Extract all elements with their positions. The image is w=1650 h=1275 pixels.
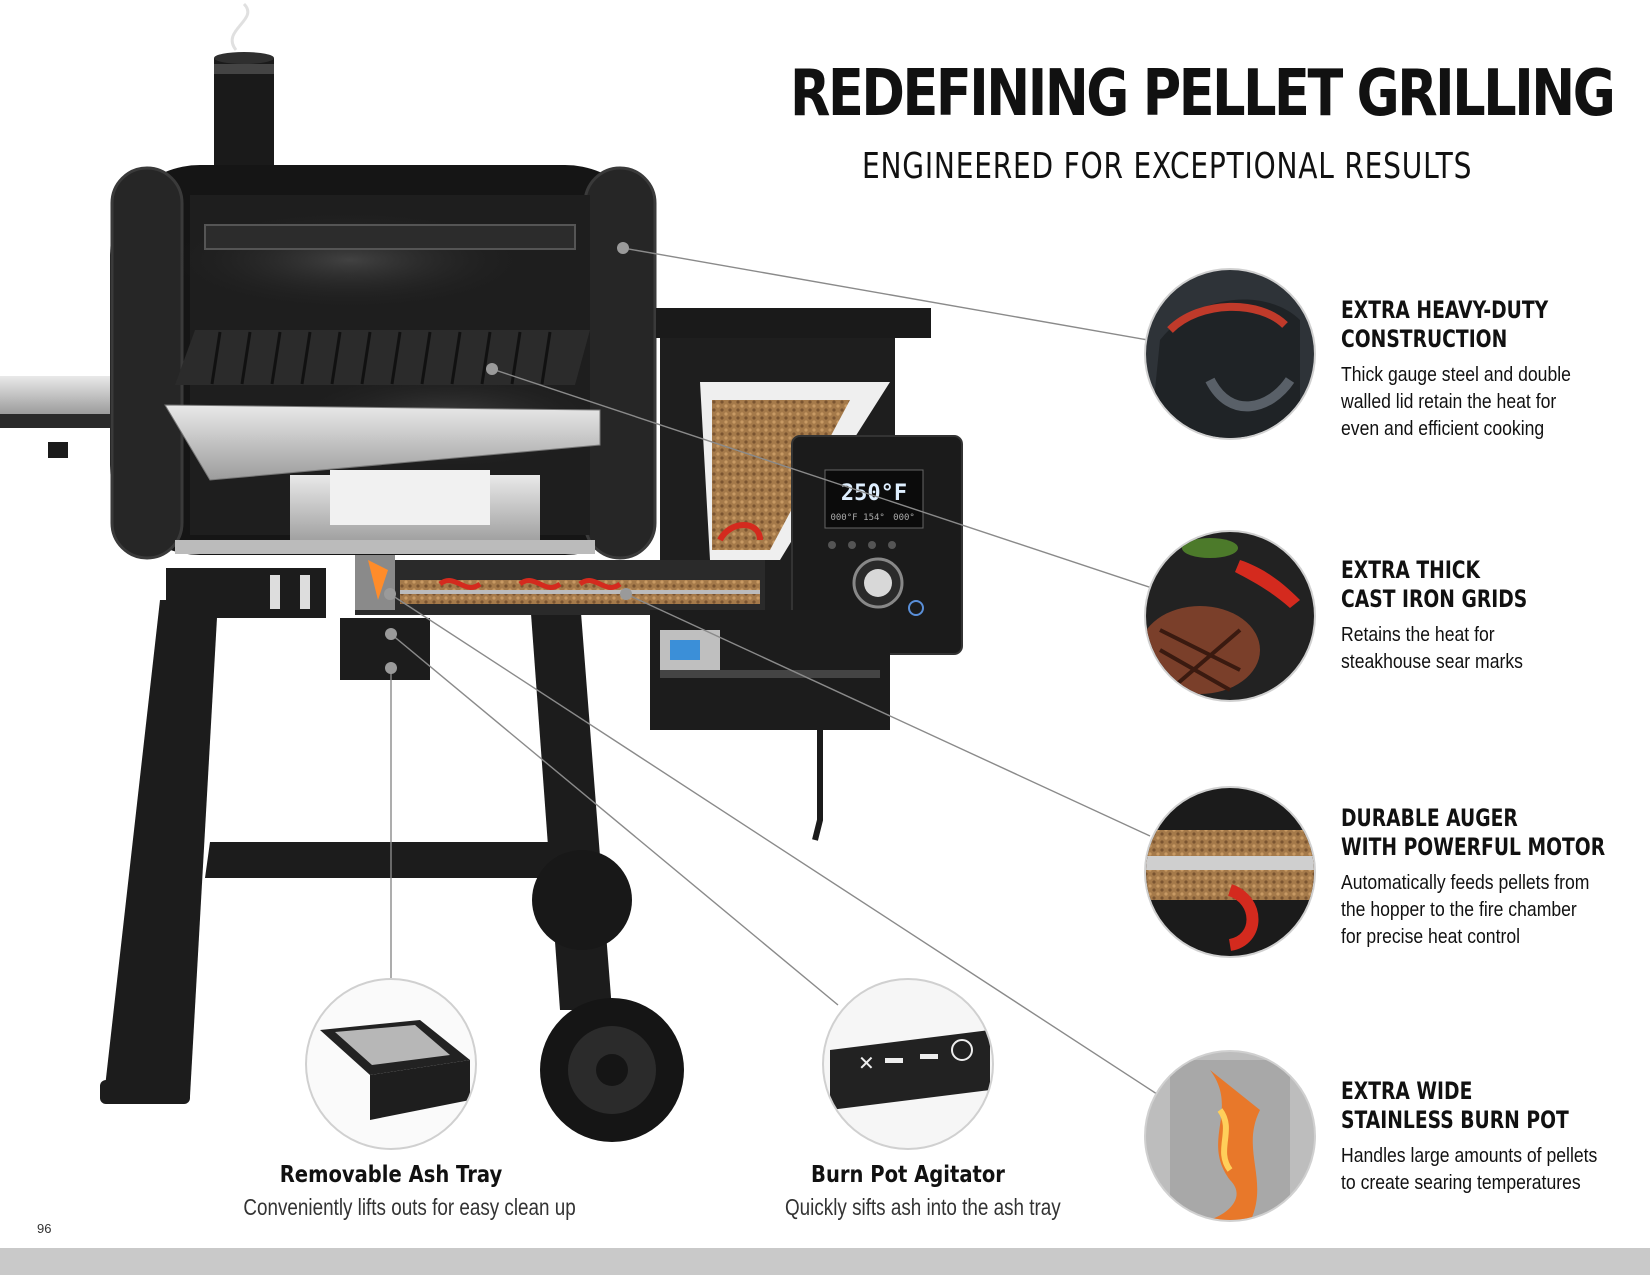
detail-circle-auger — [1144, 786, 1316, 958]
caption-ash-tray-description: Conveniently lifts outs for easy clean u… — [243, 1194, 576, 1220]
detail-circle-burn-pot — [1144, 1050, 1316, 1222]
caption-agitator: Burn Pot Agitator Quickly sifts ash into… — [758, 1162, 1061, 1221]
detail-circle-grids — [1144, 530, 1316, 702]
caption-ash-tray: Removable Ash Tray Conveniently lifts ou… — [211, 1162, 576, 1221]
grill-barrel — [110, 165, 657, 560]
feature-construction-title: EXTRA HEAVY-DUTY CONSTRUCTION — [1341, 296, 1549, 353]
probe-reading-1: 000°F — [830, 513, 857, 523]
detail-circle-ash-tray — [305, 978, 477, 1150]
feature-auger-title: DURABLE AUGER WITH POWERFUL MOTOR — [1341, 804, 1606, 861]
feature-construction: EXTRA HEAVY-DUTY CONSTRUCTION Thick gaug… — [1341, 296, 1641, 443]
feature-construction-description: Thick gauge steel and double walled lid … — [1341, 364, 1571, 440]
smoke-stack — [214, 2, 274, 176]
feature-burn-pot-description: Handles large amounts of pellets to crea… — [1341, 1145, 1598, 1194]
footer-bar — [0, 1248, 1650, 1275]
feature-grids-title: EXTRA THICK CAST IRON GRIDS — [1341, 556, 1528, 613]
caption-ash-tray-title: Removable Ash Tray — [279, 1162, 503, 1188]
feature-burn-pot: EXTRA WIDE STAINLESS BURN POT Handles la… — [1341, 1077, 1641, 1197]
feature-burn-pot-title: EXTRA WIDE STAINLESS BURN POT — [1341, 1077, 1569, 1134]
auger-assembly — [166, 555, 890, 841]
display-temperature: 250°F — [841, 481, 907, 506]
feature-grids: EXTRA THICK CAST IRON GRIDS Retains the … — [1341, 556, 1641, 676]
page-subtitle: ENGINEERED FOR EXCEPTIONAL RESULTS — [862, 146, 1473, 187]
probe-reading-2: 154° — [863, 513, 885, 523]
controller-panel: 250°F 000°F 154° 000° — [791, 435, 963, 655]
feature-grids-description: Retains the heat for steakhouse sear mar… — [1341, 624, 1523, 673]
detail-circle-agitator: ✕ — [822, 978, 994, 1150]
callout-lines — [384, 242, 1161, 1097]
svg-text:✕: ✕ — [858, 1051, 875, 1075]
caption-agitator-title: Burn Pot Agitator — [811, 1162, 1005, 1188]
probe-reading-3: 000° — [893, 513, 915, 523]
caption-agitator-description: Quickly sifts ash into the ash tray — [785, 1194, 1061, 1220]
detail-circle-construction — [1144, 268, 1316, 440]
page-number: 96 — [37, 1221, 52, 1236]
grill-illustration: 250°F 000°F 154° 000° — [0, 2, 1316, 1222]
grill-cart — [100, 600, 684, 1142]
feature-auger: DURABLE AUGER WITH POWERFUL MOTOR Automa… — [1341, 804, 1641, 951]
side-shelf — [0, 376, 120, 458]
feature-auger-description: Automatically feeds pellets from the hop… — [1341, 872, 1590, 948]
